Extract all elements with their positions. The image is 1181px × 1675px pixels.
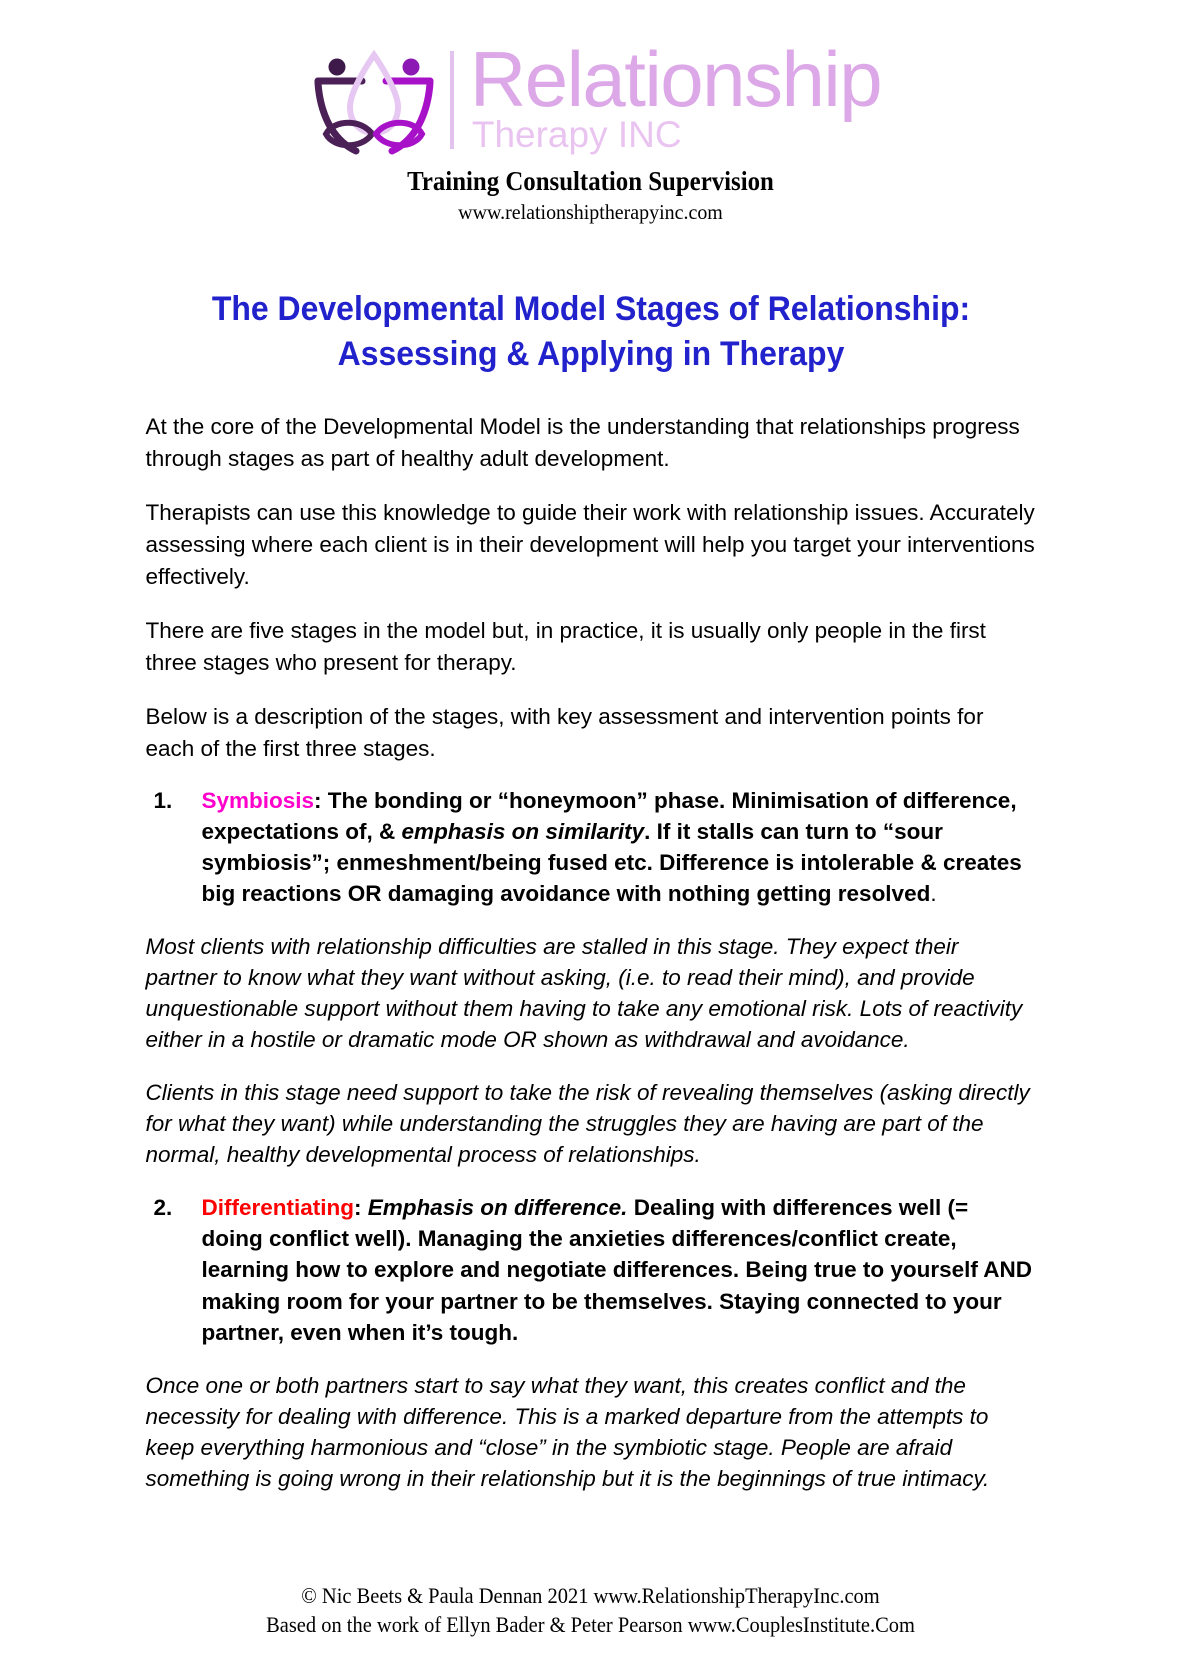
- stage-2-after-name: :: [354, 1195, 368, 1221]
- stage-1-note-1: Most clients with relationship difficult…: [145, 934, 1023, 1053]
- page-title-line-2: Assessing & Applying in Therapy: [337, 335, 844, 374]
- brand-wordmark: Relationship Therapy INC: [469, 35, 883, 155]
- brand-tagline: Training Consultation Supervision: [407, 166, 774, 196]
- page-title-line-1: The Developmental Model Stages of Relati…: [211, 290, 970, 328]
- stage-number-1: 1.: [153, 787, 173, 813]
- intro-paragraph-4: Below is a description of the stages, wi…: [145, 704, 984, 761]
- stage-2-note-1: Once one or both partners start to say w…: [145, 1372, 990, 1491]
- stage-2-rest: Dealing with differences well (= doing c…: [201, 1195, 1033, 1345]
- stage-2-italic-phrase: Emphasis on difference.: [367, 1195, 628, 1221]
- intro-paragraph-2: Therapists can use this knowledge to gui…: [145, 500, 1035, 590]
- stage-1-after-name: : The bonding or “honeymoon” phase. Mini…: [201, 787, 1017, 844]
- document-header: Relationship Therapy INC Training Consul…: [0, 0, 1181, 225]
- stage-text-2: Differentiating: Emphasis on difference.…: [202, 1192, 1036, 1347]
- stage-item-1: 1. Symbiosis: The bonding or “honeymoon”…: [146, 785, 1036, 909]
- stage-number-2: 2.: [153, 1195, 173, 1221]
- stage-name-differentiating: Differentiating: [201, 1195, 355, 1221]
- stage-name-symbiosis: Symbiosis: [201, 787, 315, 813]
- document-body: At the core of the Developmental Model i…: [146, 377, 1036, 1493]
- stage-1-rest: . If it stalls can turn to “sour symbios…: [201, 818, 1022, 907]
- document-footer: © Nic Beets & Paula Dennan 2021 www.Rela…: [0, 1581, 1181, 1639]
- stage-1-trailing: .: [930, 881, 937, 907]
- stage-1-italic-phrase: emphasis on similarity: [401, 818, 645, 844]
- stage-text-1: Symbiosis: The bonding or “honeymoon” ph…: [202, 785, 1036, 909]
- page-title: The Developmental Model Stages of Relati…: [149, 287, 1033, 377]
- intro-paragraph-1: At the core of the Developmental Model i…: [145, 414, 1020, 472]
- brand-word-relationship: Relationship: [469, 35, 883, 124]
- footer-copyright-line: © Nic Beets & Paula Dennan 2021 www.Rela…: [301, 1582, 880, 1608]
- lotus-figures-logo-icon: [314, 49, 434, 155]
- brand-word-therapy-inc: Therapy INC: [471, 113, 682, 155]
- intro-paragraph-3: There are five stages in the model but, …: [145, 618, 986, 676]
- brand-logo: Relationship Therapy INC: [0, 40, 1181, 160]
- brand-website: www.relationshiptherapyinc.com: [458, 200, 723, 224]
- logo-divider: [449, 51, 454, 149]
- footer-attribution-line: Based on the work of Ellyn Bader & Peter…: [266, 1611, 915, 1637]
- stage-1-note-2: Clients in this stage need support to ta…: [145, 1080, 1030, 1168]
- stage-item-2: 2. Differentiating: Emphasis on differen…: [146, 1192, 1036, 1347]
